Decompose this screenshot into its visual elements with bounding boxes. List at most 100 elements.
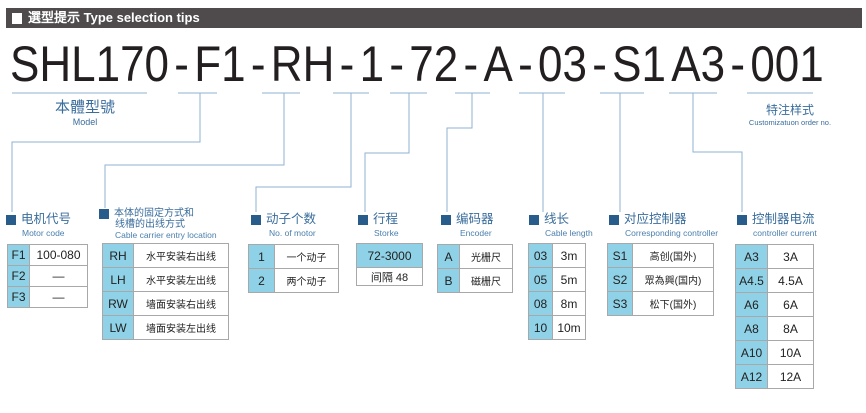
table-row: 72-3000: [356, 243, 423, 268]
code-encoder: A: [483, 36, 513, 92]
section-label: 本体的固定方式和: [114, 208, 194, 219]
section-label: 行程: [358, 212, 399, 227]
dash: -: [389, 36, 404, 92]
section-label: Motor code: [22, 228, 65, 238]
option-code: A6: [735, 292, 768, 317]
option-code: 10: [528, 315, 553, 340]
dash: -: [250, 36, 266, 92]
square-icon: [441, 214, 451, 225]
section-label: Cable length: [545, 228, 593, 238]
code-count: 1: [359, 36, 385, 92]
section-label: 控制器电流: [737, 212, 817, 227]
option-code: A: [437, 244, 460, 269]
section-label: 编码器: [441, 212, 494, 227]
option-code: LH: [102, 267, 134, 292]
option-value: —: [29, 265, 88, 287]
option-value: 8m: [552, 291, 586, 316]
section-label: 线长: [544, 212, 570, 226]
dash: -: [463, 36, 479, 92]
option-code: A8: [735, 316, 768, 341]
dash: -: [174, 36, 189, 92]
section-label: Encoder: [460, 228, 492, 238]
option-value: 磁栅尺: [459, 268, 513, 293]
option-code: 05: [528, 267, 553, 292]
encoder-section: 编码器 Encoder: [441, 212, 494, 238]
section-label: Corresponding controller: [625, 228, 719, 238]
dash: -: [339, 36, 355, 92]
header-title: 選型提示 Type selection tips: [28, 10, 200, 25]
option-code: A10: [735, 340, 768, 365]
option-value: 光栅尺: [459, 244, 513, 269]
option-value: 水平安装左出线: [133, 267, 229, 292]
option-value: 松下(国外): [632, 291, 714, 316]
option-value: —: [29, 286, 88, 308]
code-motor: F1: [194, 36, 246, 92]
option-code: 72-3000: [356, 243, 423, 268]
square-icon: [12, 12, 22, 24]
stroke-table: 72-3000 间隔 48: [356, 243, 423, 286]
option-code: S2: [607, 267, 633, 292]
option-code: F2: [7, 265, 30, 287]
section-label: 对应控制器: [624, 212, 687, 226]
option-value: 3A: [767, 244, 814, 269]
option-code: F1: [7, 244, 30, 266]
option-value: 水平安装右出线: [133, 243, 229, 268]
code-carrier: RH: [270, 36, 335, 92]
option-code: 03: [528, 243, 553, 268]
option-value: 10m: [552, 315, 586, 340]
square-icon: [251, 214, 261, 225]
section-label: 编码器: [456, 212, 494, 226]
option-value: 墙面安装左出线: [133, 315, 229, 340]
option-value: 高创(国外): [632, 243, 714, 268]
section-label: No. of motor: [269, 228, 316, 238]
square-icon: [99, 208, 109, 219]
section-label: 线槽的出线方式: [115, 219, 185, 230]
option-code: S3: [607, 291, 633, 316]
cable-length-section: 线长 Cable length: [529, 212, 593, 238]
code-series: SHL170: [10, 36, 170, 92]
square-icon: [609, 214, 619, 225]
section-label: 本体的固定方式和: [99, 208, 217, 219]
option-code: A3: [735, 244, 768, 269]
section-label: controller current: [753, 228, 817, 238]
section-label: 对应控制器: [609, 212, 718, 227]
option-value: 8A: [767, 316, 814, 341]
option-value: 12A: [767, 364, 814, 389]
table-row: F3—: [7, 286, 88, 308]
option-value: 100-080: [29, 244, 88, 266]
option-code: B: [437, 268, 460, 293]
option-value: 两个动子: [274, 268, 339, 293]
option-code: LW: [102, 315, 134, 340]
option-code: 1: [248, 244, 275, 269]
option-code: F3: [7, 286, 30, 308]
section-label: 行程: [373, 212, 399, 226]
